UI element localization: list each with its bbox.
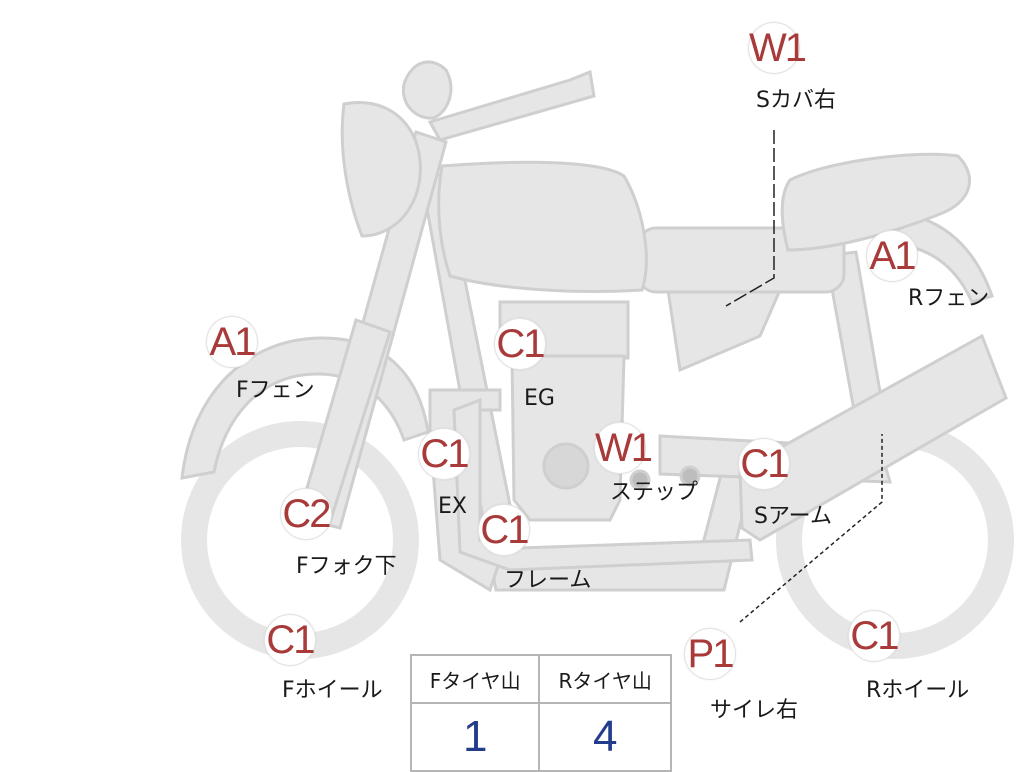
grade-badge: C1 xyxy=(478,504,530,556)
seat xyxy=(780,152,972,252)
front-tire-value: 1 xyxy=(409,702,541,772)
muffler xyxy=(738,333,1008,542)
leader-line-muffler xyxy=(739,434,883,623)
part-label: Fフェン xyxy=(236,378,315,403)
grade-badge: C1 xyxy=(264,614,316,666)
rear-tire-value: 4 xyxy=(538,702,672,772)
engine-cover xyxy=(542,442,590,490)
grade-badge: W1 xyxy=(594,422,653,474)
tire-tread-table: Fタイヤ山 Rタイヤ山 1 4 xyxy=(409,654,672,772)
side-cover xyxy=(666,288,783,373)
front-wheel xyxy=(181,421,419,659)
grade-badge: P1 xyxy=(684,628,736,680)
part-label: Fフォク下 xyxy=(296,554,397,579)
rear-tire-header: Rタイヤ山 xyxy=(538,654,672,704)
footpeg-rear xyxy=(679,465,701,487)
part-label: Rホイール xyxy=(866,678,970,703)
engine-case xyxy=(510,354,626,522)
grade-badge: C1 xyxy=(848,610,900,662)
grade-badge: C1 xyxy=(738,438,790,490)
grade-badge: C1 xyxy=(418,428,470,480)
part-label: サイレ右 xyxy=(710,698,799,723)
part-label: ステップ xyxy=(610,480,699,505)
grade-badge: A1 xyxy=(206,316,258,368)
part-label: Rフェン xyxy=(908,286,990,311)
headlight xyxy=(340,101,422,238)
grade-badge: A1 xyxy=(866,230,918,282)
grade-badge: W1 xyxy=(748,22,807,74)
mirror xyxy=(401,60,453,120)
footpeg xyxy=(629,469,651,491)
part-label: Fホイール xyxy=(282,678,383,703)
fuel-tank xyxy=(437,160,648,293)
front-tire-header: Fタイヤ山 xyxy=(409,654,541,704)
part-label: フレーム xyxy=(504,568,592,593)
grade-badge: C1 xyxy=(494,318,546,370)
exhaust-pipe xyxy=(452,397,754,572)
rear-fender xyxy=(894,212,994,304)
leader-line-side-cover xyxy=(725,130,775,307)
part-label: EX xyxy=(438,494,467,519)
handlebar xyxy=(427,69,596,142)
grade-badge: C2 xyxy=(280,488,332,540)
part-label: Sアーム xyxy=(754,504,832,529)
part-label: EG xyxy=(524,386,555,411)
part-label: Sカバ右 xyxy=(756,88,836,113)
